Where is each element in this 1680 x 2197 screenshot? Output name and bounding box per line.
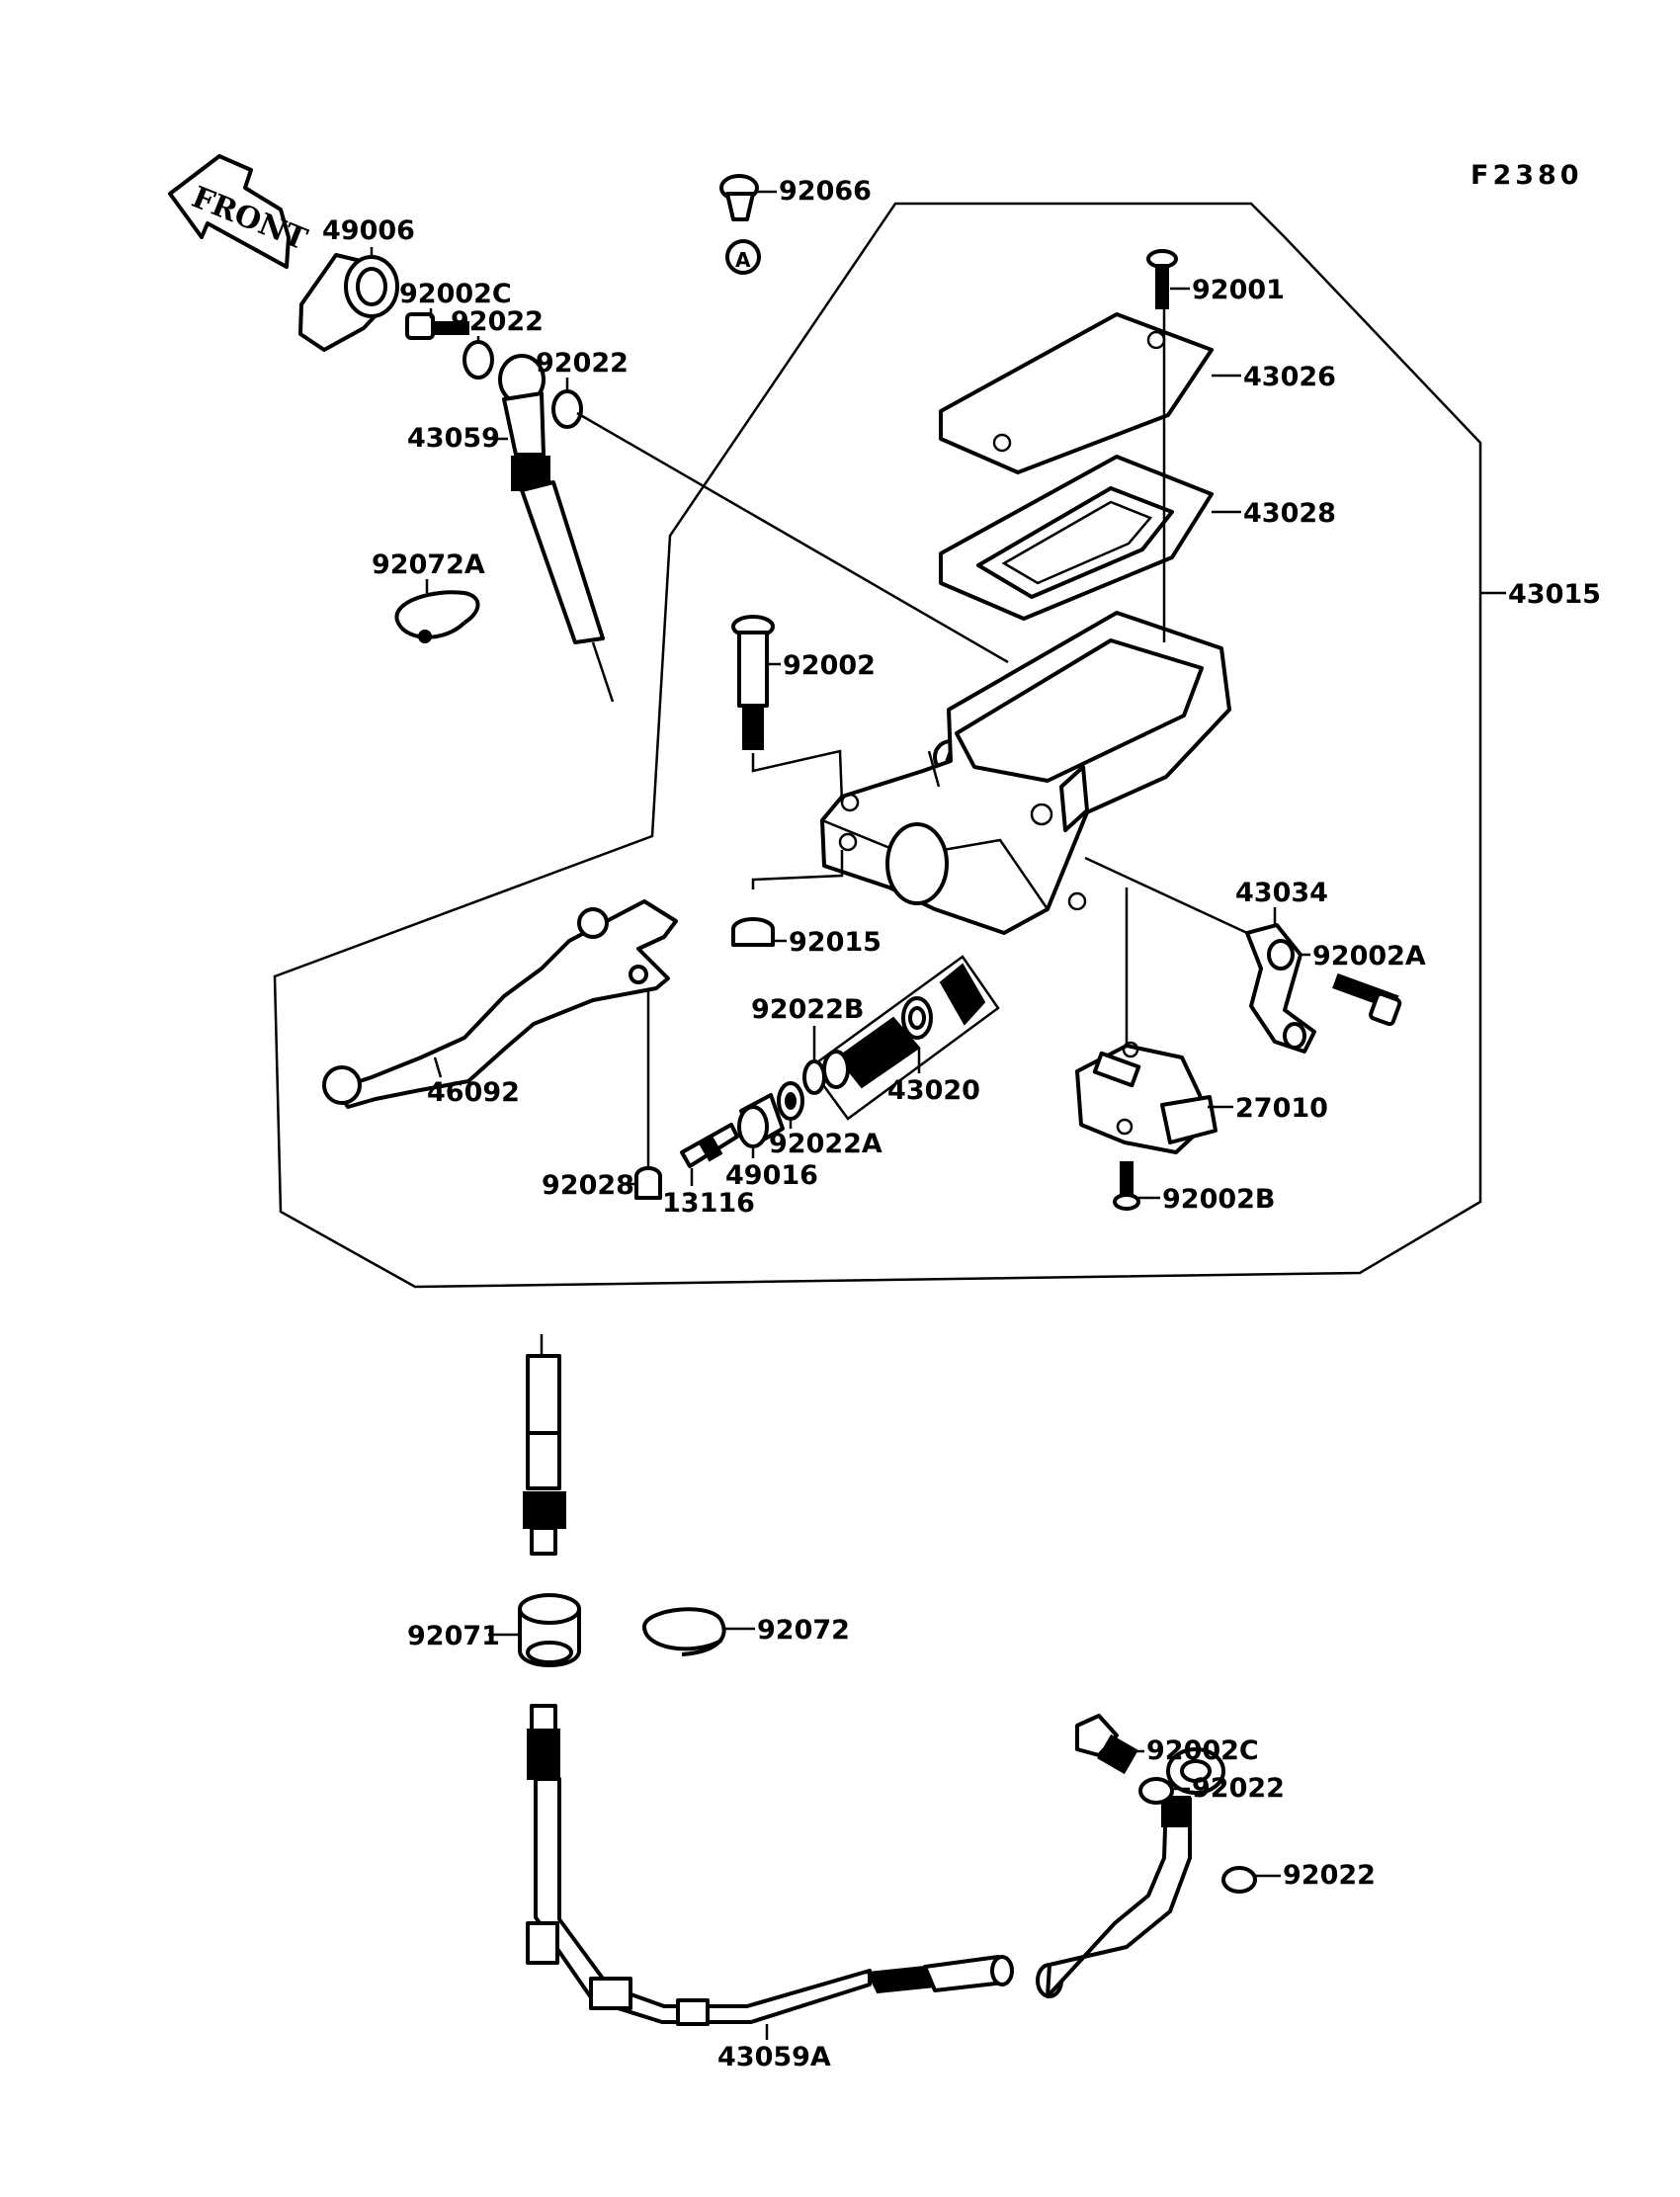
label-92072: 92072	[757, 1615, 850, 1646]
label-43028: 43028	[1243, 498, 1336, 529]
label-27010: 27010	[1235, 1093, 1328, 1124]
reservoir-hose-49006	[298, 253, 399, 352]
nut-92015	[731, 917, 775, 947]
label-92066: 92066	[779, 176, 872, 207]
washer-92022-bottom2	[1221, 1866, 1257, 1894]
push-rod-13116	[680, 1123, 739, 1168]
leader-lines	[576, 308, 1248, 1172]
banjo-bolt-92002c-bottom	[1075, 1714, 1138, 1775]
pivot-92028	[634, 1166, 662, 1200]
clip-92072	[642, 1607, 726, 1656]
label-92002b: 92002B	[1162, 1184, 1276, 1215]
label-46092: 46092	[427, 1077, 520, 1108]
lever-46092	[322, 899, 678, 1109]
label-43020: 43020	[887, 1075, 980, 1106]
label-92022b: 92022B	[751, 994, 865, 1025]
label-92022-bottom1: 92022	[1192, 1773, 1285, 1804]
brake-hose-43059a	[526, 1704, 1014, 2026]
reservoir-cover-43026	[939, 312, 1214, 474]
screw-92001	[1146, 249, 1178, 309]
label-92002: 92002	[783, 650, 876, 681]
callout-a-top: A	[725, 239, 761, 275]
bolt-92002a	[1332, 972, 1402, 1027]
washer-92022-top2	[551, 389, 583, 429]
label-92002c-bottom: 92002C	[1146, 1735, 1259, 1766]
label-92022-top2: 92022	[536, 348, 629, 379]
label-92002c-top: 92002C	[399, 279, 512, 309]
label-92071: 92071	[407, 1621, 500, 1651]
label-43059: 43059	[407, 423, 500, 454]
screw-92002b	[1113, 1161, 1140, 1211]
label-92001: 92001	[1192, 275, 1285, 305]
label-92015: 92015	[789, 927, 882, 958]
label-43026: 43026	[1243, 362, 1336, 392]
label-43034: 43034	[1235, 878, 1328, 908]
washer-92022-top1	[462, 340, 494, 380]
assembly-outline	[273, 202, 1482, 1289]
label-43015: 43015	[1508, 579, 1601, 610]
washer-92022-bottom1	[1138, 1777, 1174, 1805]
banjo-bolt-92002c-top	[405, 312, 469, 340]
clip-92072a	[394, 590, 480, 643]
piston-kit-43020	[808, 955, 1000, 1121]
label-92002a: 92002A	[1312, 941, 1426, 972]
label-92022a: 92022A	[769, 1129, 882, 1159]
cap-92066	[719, 174, 759, 221]
label-92022-top1: 92022	[451, 306, 544, 337]
front-arrow-icon: FRONT	[168, 154, 312, 269]
boot-49016	[737, 1093, 785, 1148]
part-labels: 49006 92002C 92022 92022 43059 92072A 92…	[322, 176, 1601, 2072]
hose-end-lower	[523, 1334, 566, 1556]
callout-a-top-label: A	[735, 248, 751, 272]
master-cylinder-body	[820, 611, 1231, 935]
bolt-92002	[731, 615, 775, 750]
ring-92022a	[777, 1081, 804, 1121]
sleeve-92071	[518, 1593, 581, 1667]
label-92072a: 92072A	[372, 549, 485, 580]
washer-92022b	[802, 1059, 826, 1095]
label-49006: 49006	[322, 215, 415, 246]
label-13116: 13116	[662, 1188, 755, 1219]
label-43059a: 43059A	[717, 2042, 831, 2072]
label-92022-bottom2: 92022	[1283, 1860, 1376, 1891]
diaphragm-43028	[939, 455, 1214, 621]
brake-hose-43059-top	[498, 354, 615, 703]
switch-27010	[1075, 1041, 1218, 1154]
figure-code: F2380	[1470, 160, 1583, 191]
label-92028: 92028	[542, 1170, 634, 1201]
label-49016: 49016	[725, 1160, 818, 1191]
clamp-43034	[1245, 923, 1316, 1054]
